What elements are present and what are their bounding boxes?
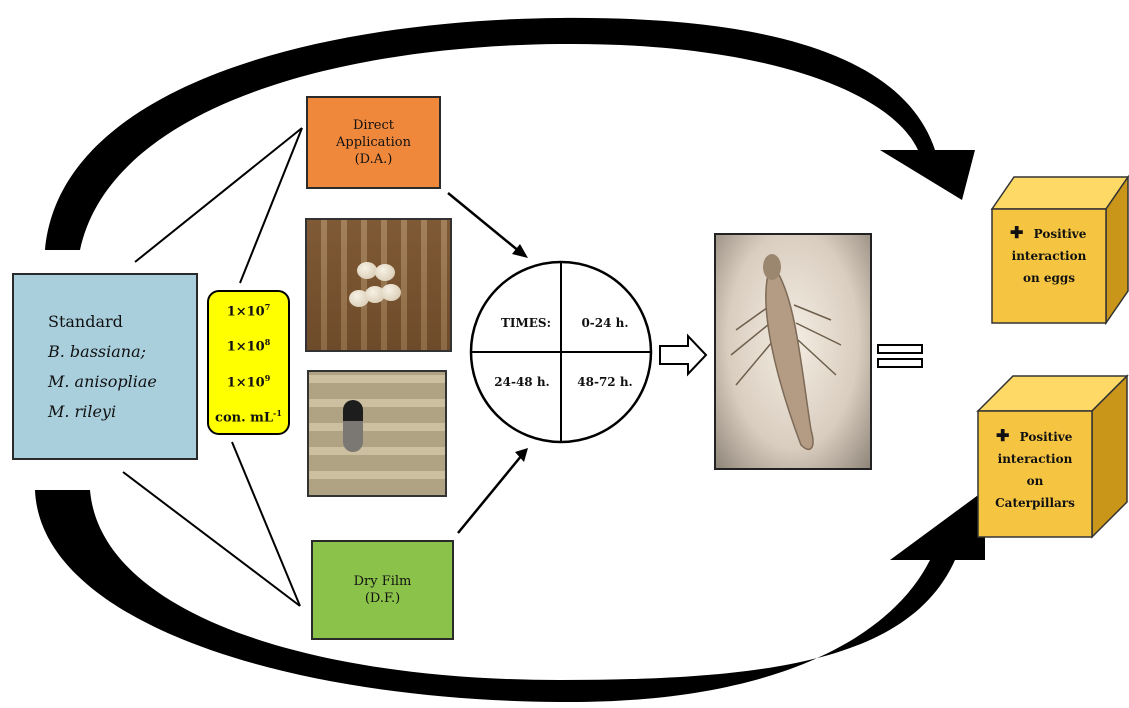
eggs-line-1: Positive: [1034, 227, 1087, 241]
egg: [375, 264, 395, 281]
concentration-unit: con. mL-1: [215, 398, 282, 433]
caterpillars-line-3: on: [1027, 474, 1044, 488]
hollow-arrow: [660, 336, 706, 374]
standard-title: Standard: [48, 307, 123, 337]
top-curved-arrow: [45, 18, 975, 250]
times-slot-24-48: 24-48 h.: [494, 375, 549, 389]
times-circle: TIMES: 0-24 h. 24-48 h. 48-72 h.: [471, 262, 651, 442]
plus-icon: ✚: [1010, 223, 1023, 242]
times-slot-48-72: 48-72 h.: [577, 375, 632, 389]
fungus-m-rileyi: M. rileyi: [48, 397, 116, 427]
concentration-1e8: 1×108: [227, 327, 271, 362]
fungus-m-anisopliae: M. anisopliae: [48, 367, 157, 397]
egg: [381, 284, 401, 301]
eggs-photo: [305, 218, 452, 352]
caterpillars-line-4: Caterpillars: [995, 496, 1075, 510]
caterpillars-line-1: Positive: [1020, 430, 1073, 444]
caterpillars-line-2: interaction: [998, 452, 1073, 466]
dry-film-box: Dry Film (D.F.): [311, 540, 454, 640]
fungus-b-bassiana: B. bassiana;: [48, 337, 146, 367]
direct-line-1: Direct: [353, 117, 394, 134]
lacewing-larva-photo: [714, 233, 872, 470]
direct-line-3: (D.A.): [355, 151, 393, 168]
larva: [343, 400, 363, 452]
concentrations-box: 1×107 1×108 1×109 con. mL-1: [207, 290, 290, 435]
direct-application-box: Direct Application (D.A.): [306, 96, 441, 189]
standard-fungi-box: Standard B. bassiana; M. anisopliae M. r…: [12, 273, 198, 460]
concentration-1e9: 1×109: [227, 363, 271, 398]
larva-illustration: [716, 235, 870, 468]
egg: [357, 262, 377, 279]
dry-film-line-1: Dry Film: [354, 573, 412, 590]
plus-icon: ✚: [996, 426, 1009, 445]
larva-photo: [307, 370, 447, 497]
eggs-line-2: interaction: [1012, 249, 1087, 263]
bottom-curved-arrow: [35, 490, 985, 702]
times-slot-0-24: 0-24 h.: [581, 316, 628, 330]
equals-sign: [878, 345, 922, 367]
times-label: TIMES:: [501, 316, 551, 330]
dry-film-line-2: (D.F.): [365, 590, 400, 607]
concentration-1e7: 1×107: [227, 292, 271, 327]
direct-line-2: Application: [336, 134, 411, 151]
eggs-line-3: on eggs: [1023, 271, 1075, 285]
